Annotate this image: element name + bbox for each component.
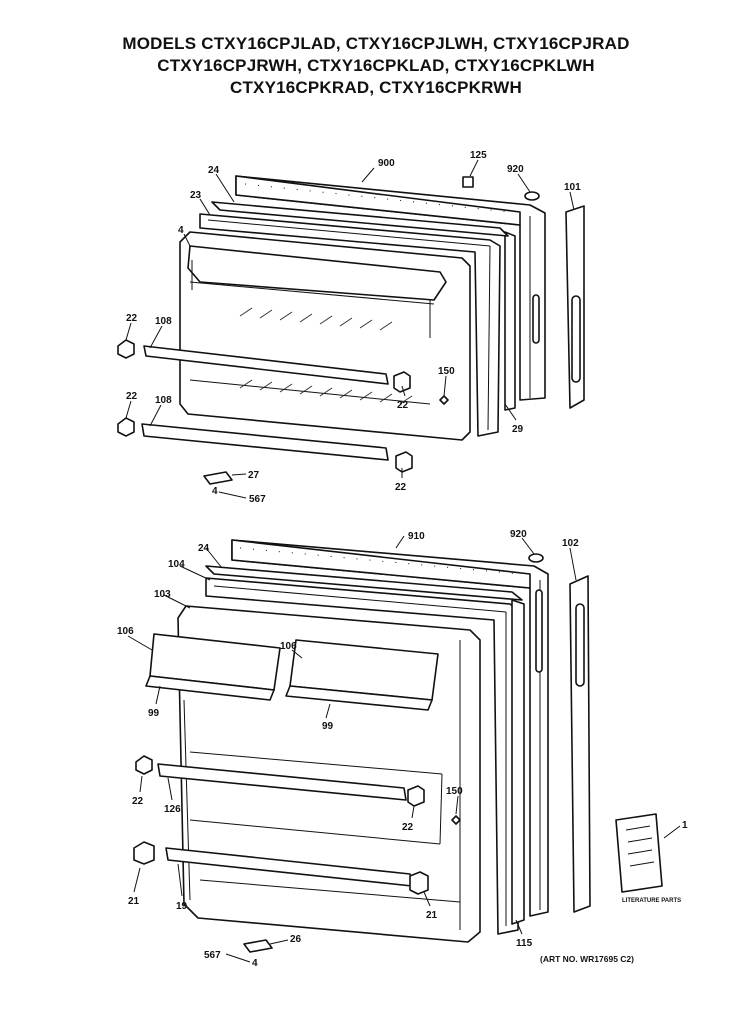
part-22-clip-d: [395, 451, 413, 473]
title-line-1: MODELS CTXY16CPJLAD, CTXY16CPJLWH, CTXY1…: [122, 34, 630, 53]
label-920-lower: 920: [510, 529, 527, 540]
label-22-lower-b: 22: [402, 822, 414, 833]
label-4-upper: 4: [178, 225, 184, 236]
label-24-lower: 24: [198, 543, 210, 554]
part-108-shelf-bar-lower: [141, 423, 389, 461]
part-900-outer-door: [235, 175, 546, 401]
part-26-pad: [243, 939, 273, 953]
upper-door-assembly: [117, 175, 585, 485]
part-910-outer-door: [231, 539, 549, 917]
art-number: (ART NO. WR17695 C2): [540, 954, 634, 964]
part-24-breaker-strip: [211, 201, 509, 237]
label-26: 26: [290, 934, 302, 945]
part-108-shelf-bar-upper: [143, 345, 389, 385]
label-19: 19: [176, 901, 188, 912]
part-150-screw: [439, 395, 449, 405]
lower-leader-lines: [127, 535, 681, 963]
part-22-clip-c: [393, 371, 411, 393]
label-21-b: 21: [426, 910, 438, 921]
label-21-a: 21: [128, 896, 140, 907]
label-22-a: 22: [126, 313, 138, 324]
part-27-pad: [203, 471, 233, 485]
label-22-c: 22: [397, 400, 409, 411]
label-108-b: 108: [155, 395, 172, 406]
part-125-cap: [462, 176, 474, 188]
label-104: 104: [168, 559, 185, 570]
part-24-lower-strip: [205, 565, 523, 601]
part-150-screw-lower: [451, 815, 461, 825]
part-102-handle-trim: [569, 575, 591, 913]
label-106-b: 106: [280, 641, 297, 652]
label-22-d: 22: [395, 482, 407, 493]
title-line-3: CTXY16CPKRAD, CTXY16CPKRWH: [229, 78, 523, 97]
part-920-plug: [524, 191, 540, 201]
label-567-lower: 567: [204, 950, 221, 961]
label-29: 29: [512, 424, 524, 435]
lower-door-assembly: LITERATURE PARTS: [133, 539, 681, 953]
part-126-shelf-bar: [157, 763, 407, 801]
lower-labels: 910 920 102 24 104 103 106 106 99 99 22 …: [117, 529, 688, 969]
label-106-a: 106: [117, 626, 134, 637]
part-22-clip-a: [117, 339, 135, 359]
label-103: 103: [154, 589, 171, 600]
part-4-door-liner: [179, 231, 471, 441]
label-101: 101: [564, 182, 581, 193]
label-22-lower-a: 22: [132, 796, 144, 807]
label-108-a: 108: [155, 316, 172, 327]
label-4-lower: 4: [252, 958, 258, 969]
label-910: 910: [408, 531, 425, 542]
part-1-literature: LITERATURE PARTS: [615, 813, 681, 904]
part-22-clip-b: [117, 417, 135, 437]
part-104-gasket: [205, 577, 525, 935]
label-99-a: 99: [148, 708, 160, 719]
label-22-b: 22: [126, 391, 138, 402]
part-21-clip-b: [409, 871, 429, 895]
label-920-upper: 920: [507, 164, 524, 175]
part-920-plug-lower: [528, 553, 544, 563]
label-27: 27: [248, 470, 260, 481]
literature-text: LITERATURE PARTS: [622, 898, 681, 904]
part-22-clip-lower-b: [407, 785, 425, 807]
label-150-lower: 150: [446, 786, 463, 797]
label-23: 23: [190, 190, 202, 201]
label-125: 125: [470, 150, 487, 161]
label-150-upper: 150: [438, 366, 455, 377]
label-1: 1: [682, 820, 688, 831]
part-106-bin-left: [145, 633, 281, 701]
label-4-pad: 4: [212, 486, 218, 497]
label-115: 115: [516, 938, 533, 949]
label-567-upper: 567: [249, 494, 266, 505]
label-126: 126: [164, 804, 181, 815]
part-22-clip-lower-a: [135, 755, 153, 775]
title-line-2: CTXY16CPJRWH, CTXY16CPKLAD, CTXY16CPKLWH: [157, 56, 595, 75]
label-24-upper: 24: [208, 165, 220, 176]
label-900: 900: [378, 158, 395, 169]
label-99-b: 99: [322, 721, 334, 732]
label-102: 102: [562, 538, 579, 549]
upper-labels: 900 125 920 101 24 23 4 22 108 22 108 15…: [126, 150, 581, 505]
part-23-gasket: [199, 213, 516, 437]
upper-leader-lines: [125, 159, 575, 499]
part-21-clip-a: [133, 841, 155, 865]
part-106-bin-right: [285, 639, 439, 711]
part-101-handle-trim: [565, 205, 585, 409]
